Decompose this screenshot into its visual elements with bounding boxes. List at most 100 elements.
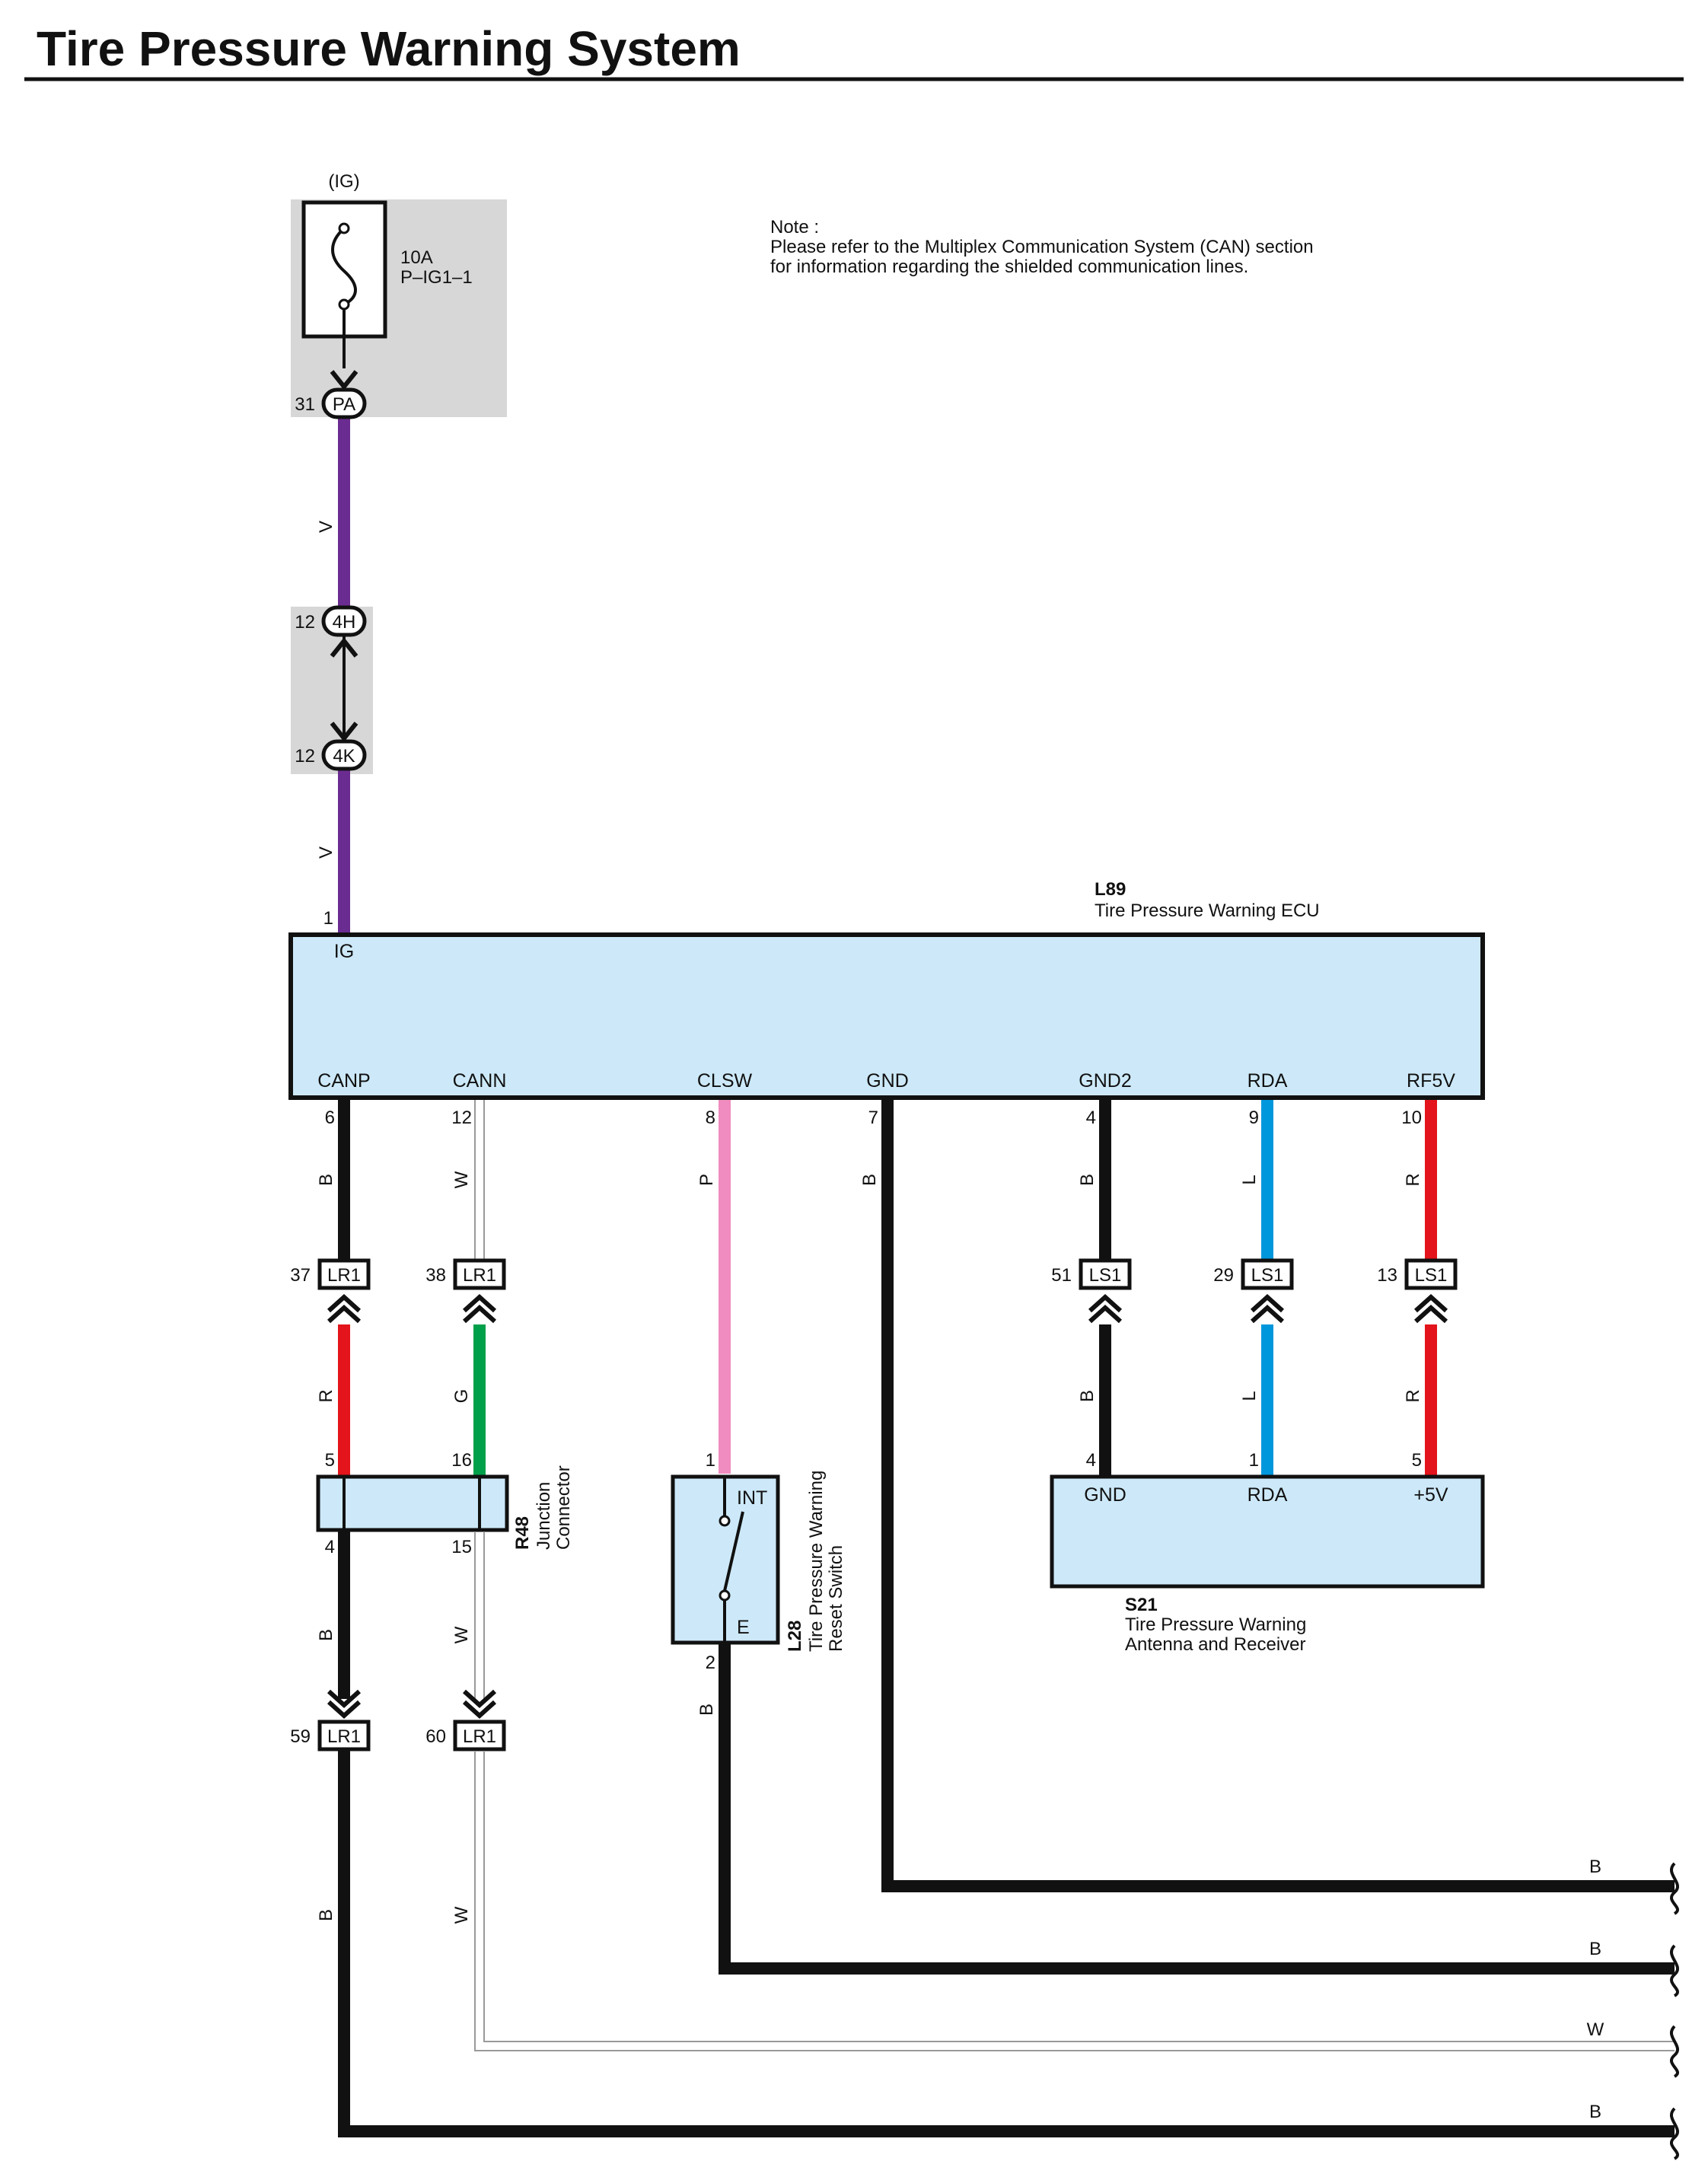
bus-label-4: B: [1589, 2102, 1601, 2122]
connector-lr1-37-label: LR1: [327, 1265, 361, 1286]
connector-ls1-51: LS1 51: [1051, 1258, 1132, 1324]
wire-color-rda-top: L: [1239, 1175, 1260, 1184]
bus-label-2: B: [1589, 1939, 1601, 1959]
ecu-pin-canp: 6: [325, 1108, 335, 1128]
receiver-terminal-5v: +5V: [1413, 1484, 1448, 1506]
ecu-pin-cann: 12: [451, 1108, 472, 1128]
receiver-terminal-rda: RDA: [1248, 1484, 1288, 1506]
wire-color-switch-e: B: [696, 1704, 717, 1716]
receiver-pin-gnd: 4: [1086, 1450, 1096, 1471]
receiver-pin-5v: 5: [1412, 1450, 1422, 1471]
connector-lr1-60-label: LR1: [463, 1726, 496, 1747]
bus-label-3: W: [1587, 2019, 1604, 2040]
wire-color-cann-mid: G: [451, 1389, 472, 1404]
wire-color-cann-low: W: [451, 1626, 472, 1643]
ecu-terminal-rf5v: RF5V: [1407, 1070, 1455, 1092]
wire-color-cann-bot: W: [451, 1906, 472, 1924]
note-heading: Note :: [770, 217, 819, 237]
junction-pin-5: 5: [325, 1450, 335, 1471]
note-block: Note : Please refer to the Multiplex Com…: [770, 217, 1314, 277]
connector-lr1-38-label: LR1: [463, 1265, 496, 1286]
wire-break-icons: [1669, 1862, 1679, 2160]
junction-pin-4: 4: [325, 1537, 335, 1557]
receiver-name-1: Tire Pressure Warning: [1125, 1614, 1306, 1635]
wire-color-gnd2-top: B: [1077, 1174, 1098, 1186]
wire-cann-upper: [474, 1100, 485, 1259]
wire-color-clsw: P: [696, 1174, 717, 1186]
wire-color-gnd2-bot: B: [1077, 1390, 1098, 1402]
connector-ls1-13-label: LS1: [1415, 1265, 1448, 1286]
connector-lr1-37-pin: 37: [290, 1265, 311, 1286]
note-line-1: Please refer to the Multiplex Communicat…: [770, 237, 1314, 257]
fuse-name: P–IG1–1: [400, 267, 473, 288]
junction-code: R48: [512, 1516, 533, 1550]
ecu-terminal-clsw: CLSW: [697, 1070, 753, 1092]
ecu-pin-clsw: 8: [706, 1108, 715, 1128]
connector-pa-pin: 31: [295, 394, 315, 415]
fuse-rating: 10A: [400, 247, 433, 268]
junction-name-1: Junction: [534, 1482, 554, 1550]
note-line-2: for information regarding the shielded c…: [770, 257, 1248, 277]
wire-color-cann-top: W: [451, 1171, 472, 1188]
junction-pin-15: 15: [451, 1537, 472, 1557]
junction-name-2: Connector: [553, 1465, 574, 1550]
ecu-terminal-rda: RDA: [1248, 1070, 1288, 1092]
wire-cann-bottom: [474, 1751, 1675, 2051]
connector-ls1-13-pin: 13: [1377, 1265, 1397, 1286]
connector-ls1-51-pin: 51: [1051, 1265, 1072, 1286]
connector-lr1-59-pin: 59: [290, 1726, 311, 1747]
wire-color-canp-top: B: [316, 1174, 336, 1186]
wire-canp-bottom: [338, 1751, 1675, 2137]
connector-lr1-37: LR1 37: [290, 1258, 371, 1324]
connector-4h-label: 4H: [333, 612, 356, 633]
connector-lr1-59-label: LR1: [327, 1726, 361, 1747]
receiver-terminal-gnd: GND: [1084, 1484, 1126, 1506]
wire-color-rda-bot: L: [1239, 1391, 1260, 1401]
receiver-pin-rda: 1: [1249, 1450, 1259, 1471]
connector-lr1-59: LR1 59: [290, 1689, 371, 1751]
switch-e-label: E: [737, 1617, 750, 1638]
receiver-code: S21: [1125, 1595, 1158, 1615]
wire-color-gnd: B: [859, 1174, 880, 1186]
connector-4h: 4H 12: [295, 605, 367, 658]
page-title: Tire Pressure Warning System: [37, 21, 741, 76]
ecu-pin-gnd2: 4: [1086, 1108, 1096, 1128]
wire-color-rf5v-bot: R: [1403, 1389, 1423, 1402]
fuse-icon: [331, 222, 357, 368]
connector-lr1-60-pin: 60: [425, 1726, 446, 1747]
connector-ls1-51-label: LS1: [1089, 1265, 1122, 1286]
ecu-terminal-gnd: GND: [866, 1070, 909, 1092]
wire-gnd: [881, 1100, 1675, 1892]
wire-switch-e: [719, 1644, 1675, 1975]
connector-pa-label: PA: [333, 394, 355, 415]
connector-pa: PA 31: [295, 370, 367, 419]
ecu-ig-label: IG: [334, 941, 354, 962]
ecu-pin-gnd: 7: [868, 1108, 878, 1128]
connector-4k-pin: 12: [295, 746, 315, 767]
connector-4k: 4K 12: [295, 722, 367, 771]
ecu-ig-pin: 1: [323, 908, 333, 929]
ecu-terminal-cann: CANN: [453, 1070, 507, 1092]
connector-ls1-13: LS1 13: [1377, 1258, 1458, 1324]
bus-label-1: B: [1589, 1857, 1601, 1877]
wire-color-v-top: V: [316, 521, 336, 533]
switch-contact-icon: [719, 1478, 744, 1641]
switch-code: L28: [785, 1621, 805, 1652]
wire-cann-low: [474, 1532, 485, 1699]
wire-color-canp-mid: R: [316, 1389, 336, 1402]
receiver-box: [1050, 1474, 1485, 1589]
ecu-terminal-gnd2: GND2: [1079, 1070, 1131, 1092]
ecu-pin-rda: 9: [1249, 1108, 1259, 1128]
ecu-pin-rf5v: 10: [1401, 1108, 1422, 1128]
connector-lr1-60: LR1 60: [425, 1689, 506, 1751]
switch-pin-1: 1: [706, 1450, 715, 1471]
connector-4h-pin: 12: [295, 612, 315, 633]
junction-pin-16: 16: [451, 1450, 472, 1471]
connector-ls1-29-pin: 29: [1213, 1265, 1234, 1286]
switch-int-label: INT: [737, 1487, 767, 1509]
ecu-code: L89: [1095, 879, 1126, 900]
wire-color-canp-bot: B: [316, 1909, 336, 1921]
receiver-name-2: Antenna and Receiver: [1125, 1634, 1306, 1655]
junction-connector: [316, 1474, 509, 1532]
